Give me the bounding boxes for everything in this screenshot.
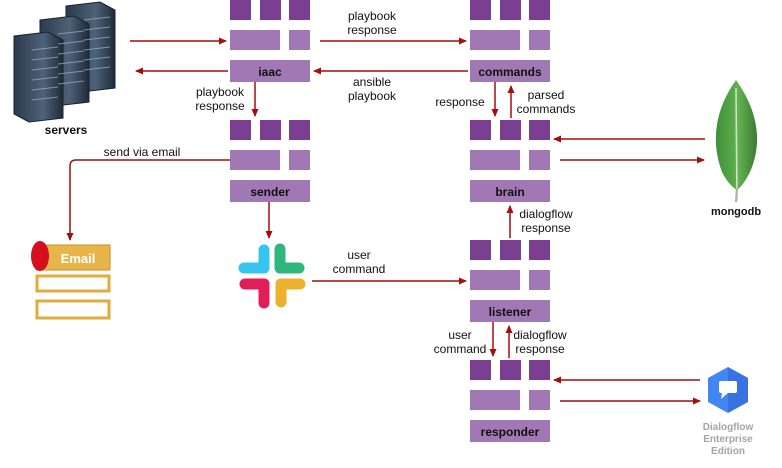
- edge-label-user-command-slack-1: user: [347, 248, 370, 262]
- edge-label-parsed-commands-2: commands: [517, 102, 576, 116]
- edge-labels: playbook response ansible playbook playb…: [104, 9, 576, 356]
- mongodb-label: mongodb: [711, 206, 761, 218]
- listener-queue: listener: [470, 240, 550, 322]
- responder-label: responder: [481, 425, 540, 439]
- brain-label: brain: [495, 185, 524, 199]
- commands-label: commands: [478, 65, 542, 79]
- edge-label-dialogflow-response-lower-2: response: [515, 342, 565, 356]
- mongodb-leaf-icon: [715, 80, 758, 203]
- edge-label-playbook-response-top-1: playbook: [348, 9, 397, 23]
- commands-queue: commands: [470, 0, 550, 82]
- email-node: Email: [31, 241, 111, 320]
- slack-icon: [238, 243, 306, 309]
- iaac-label: iaac: [258, 65, 282, 79]
- edge-label-playbook-response-top-2: response: [347, 23, 397, 37]
- brain-queue: brain: [470, 120, 550, 202]
- edge-label-user-command-lower-1: user: [448, 328, 471, 342]
- email-form-icon: Email: [31, 241, 111, 320]
- sender-queue: sender: [230, 120, 310, 202]
- edge-label-dialogflow-response-upper-2: response: [521, 221, 571, 235]
- edge-label-ansible-playbook-1: ansible: [353, 75, 391, 89]
- listener-label: listener: [489, 305, 532, 319]
- dialogflow-label-line3: Edition: [711, 446, 745, 457]
- edge-sender-to-email: [66, 159, 230, 241]
- edge-label-response: response: [435, 95, 485, 109]
- dialogflow-icon: [708, 367, 748, 413]
- mongodb-node: mongodb: [711, 80, 761, 218]
- sender-label: sender: [250, 185, 290, 199]
- email-label: Email: [61, 251, 96, 266]
- edge-label-send-via-email: send via email: [104, 145, 181, 159]
- edge-label-parsed-commands-1: parsed: [528, 88, 565, 102]
- dialogflow-label-line1: Dialogflow: [703, 422, 754, 433]
- server-rack-icon: [13, 1, 116, 123]
- edge-label-playbook-response-left-2: response: [195, 99, 245, 113]
- dialogflow-node: Dialogflow Enterprise Edition: [703, 367, 754, 457]
- edge-label-ansible-playbook-2: playbook: [348, 89, 397, 103]
- iaac-queue: iaac: [230, 0, 310, 82]
- responder-queue: responder: [470, 360, 550, 442]
- edge-label-dialogflow-response-lower-1: dialogflow: [513, 328, 567, 342]
- edges: [66, 37, 705, 405]
- dialogflow-label-line2: Enterprise: [703, 434, 753, 445]
- edge-label-dialogflow-response-upper-1: dialogflow: [519, 207, 573, 221]
- edge-label-user-command-slack-2: command: [333, 262, 386, 276]
- servers-node: servers: [13, 1, 116, 137]
- edge-label-user-command-lower-2: command: [434, 342, 487, 356]
- edge-label-playbook-response-left-1: playbook: [196, 85, 245, 99]
- servers-label: servers: [45, 123, 88, 137]
